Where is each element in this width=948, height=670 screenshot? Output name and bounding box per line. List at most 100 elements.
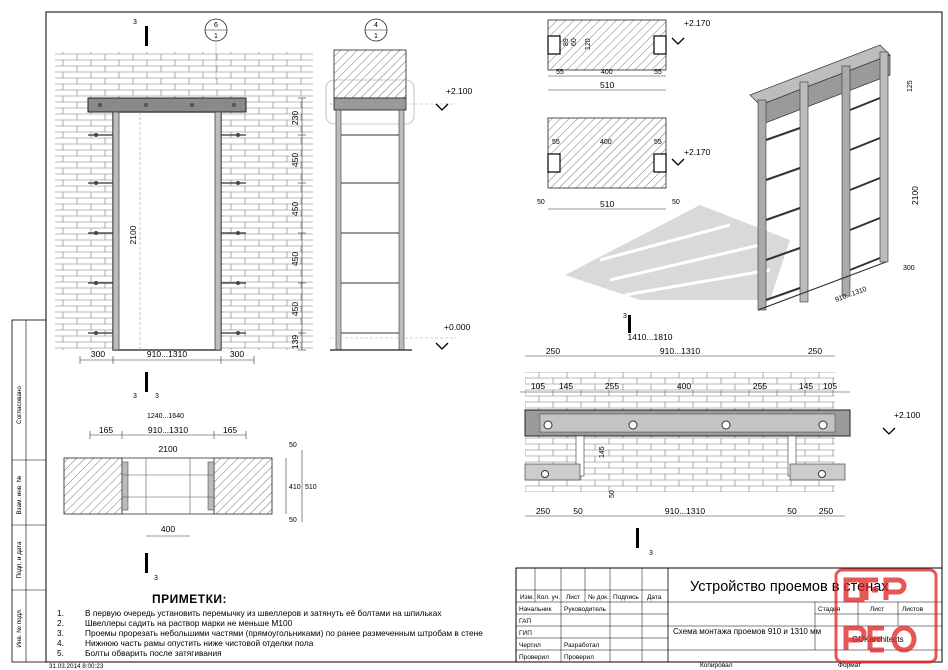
level-bottom: +0.000 <box>444 322 471 332</box>
cut-mark <box>628 315 631 333</box>
note-text-1: В первую очередь установить перемычку из… <box>85 608 442 618</box>
detail-bot-h3: 55 <box>654 139 662 146</box>
notes-block: ПРИМЕТКИ: 1. В первую очередь установить… <box>57 592 483 658</box>
lintel-row2-7: 105 <box>823 381 837 391</box>
tb-h-izm: Изм. <box>520 594 534 601</box>
channel-detail-bottom: 55 400 55 510 50 +2.170 <box>537 117 711 210</box>
lintel-row2-2: 145 <box>559 381 573 391</box>
detail-top-v3: 120 <box>585 38 592 50</box>
lintel-row2-6: 145 <box>799 381 813 391</box>
plan-right-dim-1: 50 <box>289 442 297 449</box>
level-marker-icon <box>435 342 449 350</box>
logo-watermark <box>834 568 938 664</box>
plan-right-dim-3: 50 <box>289 517 297 524</box>
level-marker-icon <box>671 158 685 166</box>
tb-h-kol: Кол. уч. <box>537 594 560 601</box>
lintel-bot-1: 250 <box>536 506 550 516</box>
tb-sheets: Листов <box>902 606 924 613</box>
plan-right-dim-2: 410 <box>289 484 301 491</box>
section-mark-4-sheet: 1 <box>374 33 378 40</box>
elevation-dim-5: 450 <box>290 302 300 316</box>
cut-mark <box>145 553 148 573</box>
tb-name-1: Руководитель <box>564 606 606 613</box>
lintel-section: 1410...1810 250 910...1310 250 105 145 2… <box>520 332 921 557</box>
plan-part-right: 165 <box>223 425 237 435</box>
detail-top-v1: 89 <box>563 38 570 46</box>
detail-top-h3: 55 <box>654 69 662 76</box>
stamp-sign-date: Подп. и дата <box>16 541 23 579</box>
detail-top-level: +2.170 <box>684 18 711 28</box>
axo-dim-width: 910...1310 <box>834 286 868 304</box>
lintel-cut-top: 3 <box>623 313 627 320</box>
side-section: 4 1 +2.100 +0.000 <box>325 18 473 351</box>
tb-h-date: Дата <box>647 594 662 601</box>
lintel-bot-3: 910...1310 <box>665 506 705 516</box>
cut-mark <box>636 528 639 548</box>
plan-overall: 1240...1640 <box>147 413 184 420</box>
level-marker-icon <box>435 103 449 111</box>
cut-mark <box>145 26 148 46</box>
lintel-row1-left: 250 <box>546 346 560 356</box>
plan-view: 1240...1640 165 910...1310 165 2100 50 4… <box>63 413 317 582</box>
tb-role-1: Начальник <box>519 606 552 613</box>
elevation-bottom-mid: 910...1310 <box>147 349 187 359</box>
elevation-dim-2: 450 <box>290 153 300 167</box>
lintel-row1-mid: 910...1310 <box>660 346 700 356</box>
level-top: +2.100 <box>446 86 473 96</box>
tb-sheet: Лист <box>870 606 884 613</box>
lintel-v2: 50 <box>609 490 616 498</box>
tb-role-2: ГАП <box>519 618 531 625</box>
stamp-agreed: Согласовано <box>16 386 23 424</box>
plan-inner: 2100 <box>159 444 178 454</box>
detail-bot-h1: 55 <box>552 139 560 146</box>
cut-mark <box>145 372 148 392</box>
elevation-dim-4: 450 <box>290 252 300 266</box>
axo-dim-2100: 2100 <box>910 186 920 205</box>
lintel-row2-1: 105 <box>531 381 545 391</box>
detail-top-h1: 55 <box>556 69 564 76</box>
tb-title: Устройство проемов в стенах <box>690 579 889 595</box>
channel-detail-top: 89 60 120 55 400 55 510 +2.170 <box>547 18 711 91</box>
front-elevation: 2100 230 450 450 450 450 139 300 910...1… <box>55 18 313 400</box>
tb-stage: Стадия <box>818 606 841 613</box>
elevation-bottom-right: 300 <box>230 349 244 359</box>
title-block: Изм. Кол. уч. Лист № док. Подпись Дата Н… <box>515 567 943 669</box>
note-text-3: Проемы прорезать небольшими частями (пря… <box>85 628 483 638</box>
detail-callout <box>325 79 415 125</box>
tb-h-list: Лист <box>566 594 580 601</box>
side-stamp: Согласовано Взам. инв. № Подп. и дата Ин… <box>11 319 47 663</box>
lintel-row2-4: 400 <box>677 381 691 391</box>
plan-bottom: 400 <box>161 524 175 534</box>
wall-section-top <box>333 49 407 99</box>
tb-role-3: ГИП <box>519 630 532 637</box>
lintel-bot-5: 250 <box>819 506 833 516</box>
level-marker-icon <box>882 427 896 435</box>
lintel-channel <box>87 97 247 113</box>
lintel-row2-3: 255 <box>605 381 619 391</box>
tb-role-5: Проверил <box>519 654 549 661</box>
tb-h-sign: Подпись <box>613 594 639 601</box>
axo-dim-125: 125 <box>907 80 914 92</box>
detail-top-v2: 60 <box>571 38 578 46</box>
section-mark-6-num: 6 <box>214 22 218 29</box>
note-text-2: Швеллеры садить на раствор марки не мень… <box>85 618 293 628</box>
tb-name-4: Разработал <box>564 641 600 649</box>
lintel-overall: 1410...1810 <box>628 332 673 342</box>
tb-subtitle: Схема монтажа проемов 910 и 1310 мм <box>673 627 821 636</box>
note-num-4: 4. <box>57 638 64 648</box>
axo-dim-50: 50 <box>672 199 680 206</box>
detail-bot-left: 50 <box>537 199 545 206</box>
plan-thickness: 510 <box>305 484 317 491</box>
detail-bot-level: +2.170 <box>684 147 711 157</box>
section-mark-4-num: 4 <box>374 22 378 29</box>
axonometric-view: 125 2100 300 910...1310 50 3 <box>565 44 920 333</box>
stamp-inv: Инв. № подл. <box>16 608 23 647</box>
lintel-bot-4: 50 <box>787 506 797 516</box>
lintel-row1-right: 250 <box>808 346 822 356</box>
door-opening <box>112 111 222 351</box>
tb-copied: Копировал <box>700 662 733 669</box>
axo-dim-300: 300 <box>903 265 915 272</box>
elevation-height-label: 2100 <box>128 225 138 244</box>
